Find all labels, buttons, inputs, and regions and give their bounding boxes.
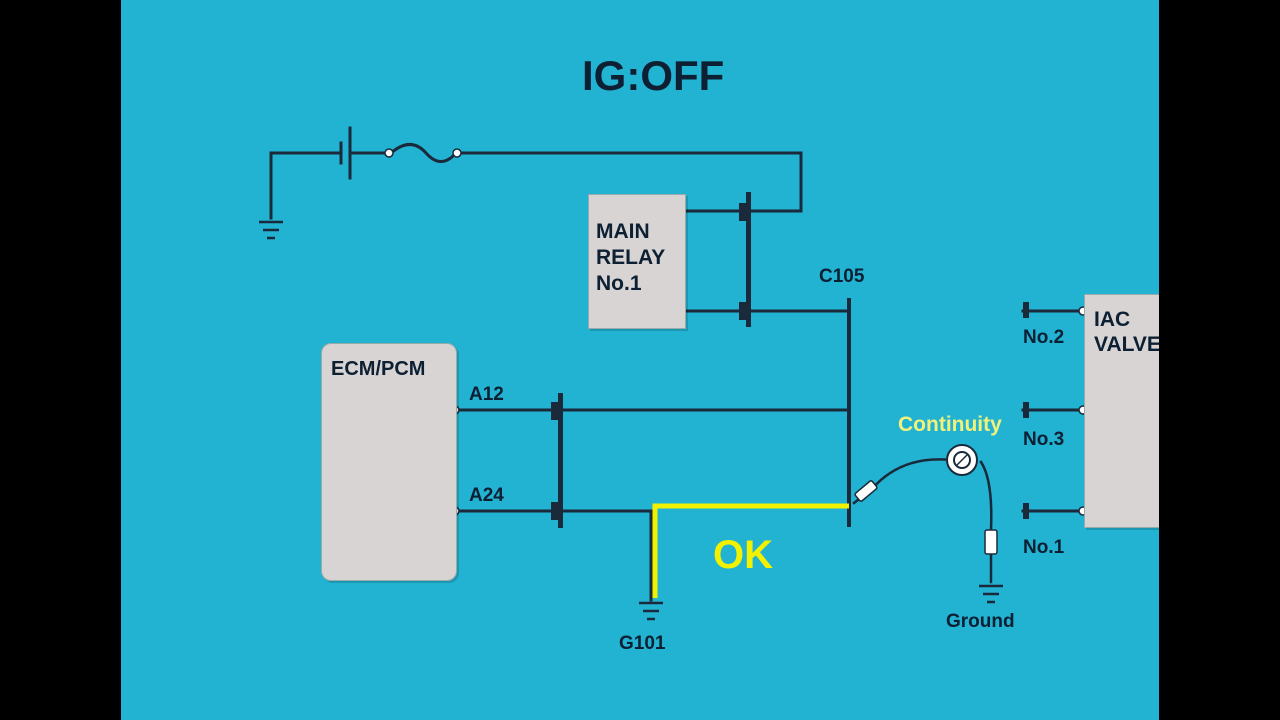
relay-connector-pin-top [739,203,747,221]
iac-pin-block-no2 [1023,302,1029,318]
ignition-status-title: IG:OFF [582,52,725,99]
ecm-pcm-box: ECM/PCM [321,343,457,581]
ecm-connector-pin-a24 [551,502,559,520]
iac-valve-label: IAC VALVE [1094,308,1159,356]
fuse-terminal-right [452,148,462,158]
meter-probe-icon [854,480,878,502]
ecm-pcm-label: ECM/PCM [331,358,426,380]
no1-label: No.1 [1023,537,1065,558]
c105-label: C105 [819,266,865,287]
g101-ground-icon [639,601,663,621]
ecm-connector-pin-a12 [551,402,559,420]
no2-label: No.2 [1023,327,1065,348]
fuse-terminal-left [384,148,394,158]
g101-label: G101 [619,633,666,654]
main-supply-wire [454,151,803,213]
ecm-connector-bracket [558,393,563,528]
iac-pin-block-no1 [1023,503,1029,519]
ground-label: Ground [946,611,1015,632]
meter-ground-icon [979,584,1003,604]
continuity-label: Continuity [898,413,1002,436]
iac-valve-box: IAC VALVE [1084,294,1159,528]
a24-label: A24 [469,485,504,506]
continuity-tester-icon [946,444,978,476]
ok-result-label: OK [713,533,773,577]
battery-ground-icon [259,220,283,240]
meter-probe-lead [852,458,953,505]
main-relay-box: MAIN RELAY No.1 [588,194,686,329]
fuse-icon [388,143,459,163]
meter-ground-lead [979,460,993,532]
wiring-svg [259,126,1088,621]
battery-ground-wire [269,151,340,220]
diagram-canvas: IG:OFF MAIN RELAY No.1 ECM/PCM IAC VALVE… [121,0,1159,720]
continuity-highlight [652,503,849,598]
relay-connector-pin-bottom [739,302,747,320]
relay-connector-bracket [746,192,751,327]
a12-label: A12 [469,384,504,405]
ground-probe-icon [984,529,998,555]
iac-pin-block-no3 [1023,402,1029,418]
main-relay-label: MAIN RELAY No.1 [596,220,666,295]
no3-label: No.3 [1023,429,1065,450]
